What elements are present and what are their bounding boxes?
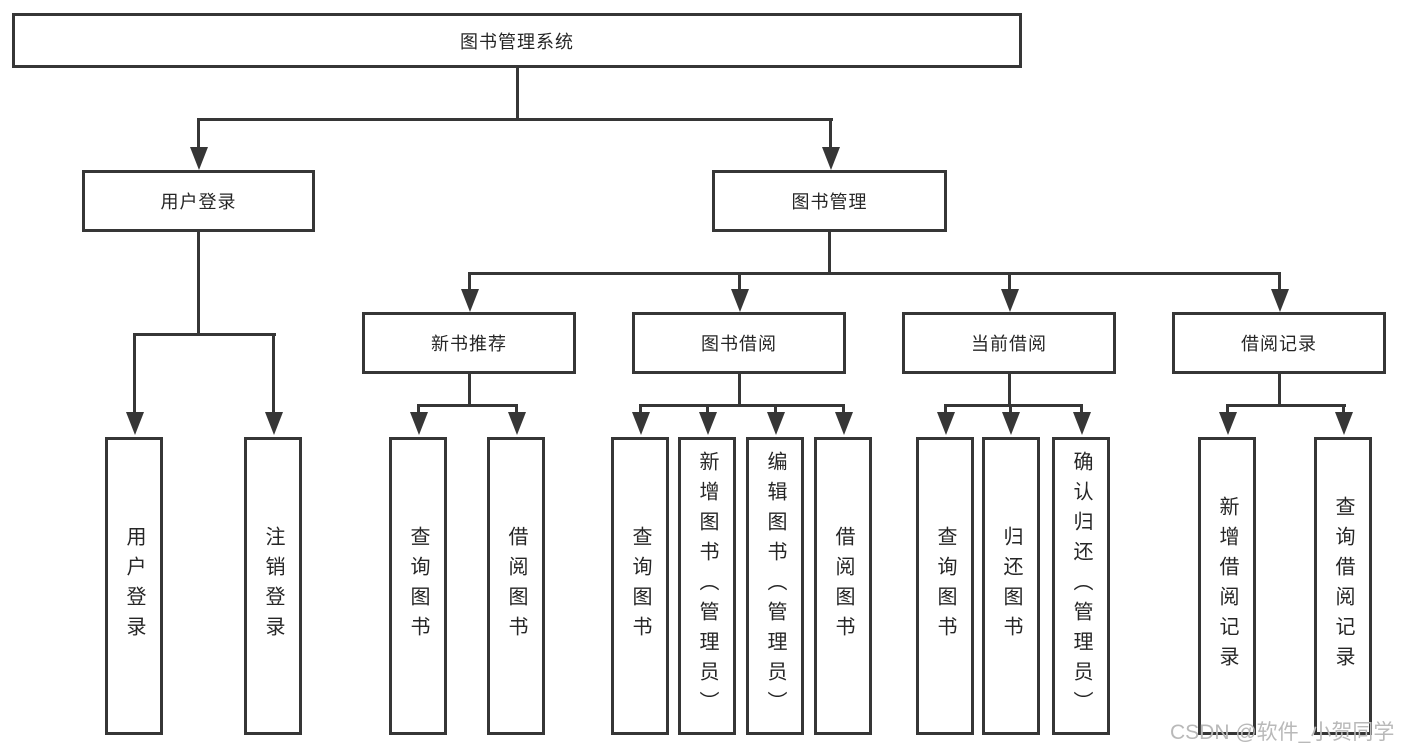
arrowhead-down-icon <box>461 289 479 312</box>
arrowhead-down-icon <box>731 289 749 312</box>
arrowhead-down-icon <box>632 412 650 435</box>
connector-line <box>842 404 845 414</box>
connector-line <box>738 374 741 406</box>
connector-line <box>272 333 275 413</box>
arrowhead-down-icon <box>822 147 840 170</box>
node-label: 图书借阅 <box>701 334 777 354</box>
leaf-borrow-books: 借阅图书 <box>814 437 872 735</box>
node-label: 用户登录 <box>160 192 237 212</box>
arrowhead-down-icon <box>410 412 428 435</box>
leaf-borrow-books-recommend: 借阅图书 <box>487 437 545 735</box>
arrowhead-down-icon <box>1073 412 1091 435</box>
node-label: 新书推荐 <box>431 334 507 354</box>
connector-line <box>515 404 518 414</box>
arrowhead-down-icon <box>835 412 853 435</box>
leaf-query-borrow-record: 查询借阅记录 <box>1314 437 1372 735</box>
connector-line <box>468 272 471 291</box>
connector-line <box>197 118 200 151</box>
node-label: 归还图书 <box>1000 526 1022 646</box>
connector-line <box>1009 404 1012 414</box>
leaf-logout: 注销登录 <box>244 437 302 735</box>
node-label: 借阅图书 <box>832 526 854 646</box>
arrowhead-down-icon <box>1001 289 1019 312</box>
connector-line <box>1342 404 1345 414</box>
arrowhead-down-icon <box>190 147 208 170</box>
connector-line <box>197 118 833 121</box>
connector-line <box>944 404 947 414</box>
node-label: 借阅记录 <box>1241 334 1317 354</box>
arrowhead-down-icon <box>126 412 144 435</box>
connector-line <box>829 118 832 151</box>
connector-line <box>133 333 276 336</box>
node-label: 图书管理 <box>791 192 868 212</box>
node-label: 新增图书（管理员） <box>696 451 718 721</box>
connector-line <box>468 272 1281 275</box>
node-label: 确认归还（管理员） <box>1070 451 1092 721</box>
leaf-user-login: 用户登录 <box>105 437 163 735</box>
node-current-borrowing: 当前借阅 <box>902 312 1116 374</box>
node-label: 查询图书 <box>934 526 956 646</box>
node-root: 图书管理系统 <box>12 13 1022 68</box>
connector-line <box>417 404 518 407</box>
node-label: 注销登录 <box>262 526 284 646</box>
connector-line <box>828 232 831 274</box>
node-user-login: 用户登录 <box>82 170 315 232</box>
connector-line <box>738 272 741 291</box>
connector-line <box>1008 272 1011 291</box>
connector-line <box>1008 374 1011 406</box>
node-book-borrowing: 图书借阅 <box>632 312 846 374</box>
node-label: 新增借阅记录 <box>1216 496 1238 676</box>
connector-line <box>1080 404 1083 414</box>
arrowhead-down-icon <box>1002 412 1020 435</box>
watermark: CSDN @软件_小贺同学 <box>1170 721 1395 744</box>
node-label: 当前借阅 <box>971 334 1047 354</box>
node-label: 查询图书 <box>407 526 429 646</box>
connector-line <box>1278 272 1281 291</box>
node-book-management: 图书管理 <box>712 170 947 232</box>
leaf-edit-book-admin: 编辑图书（管理员） <box>746 437 804 735</box>
leaf-confirm-return-admin: 确认归还（管理员） <box>1052 437 1110 735</box>
leaf-add-book-admin: 新增图书（管理员） <box>678 437 736 735</box>
connector-line <box>944 404 1083 407</box>
connector-line <box>1226 404 1346 407</box>
arrowhead-down-icon <box>767 412 785 435</box>
connector-line <box>1278 374 1281 406</box>
node-label: 借阅图书 <box>505 526 527 646</box>
connector-line <box>639 404 845 407</box>
node-label: 用户登录 <box>123 526 145 646</box>
node-new-book-recommend: 新书推荐 <box>362 312 576 374</box>
leaf-query-books-current: 查询图书 <box>916 437 974 735</box>
connector-line <box>417 404 420 414</box>
arrowhead-down-icon <box>699 412 717 435</box>
node-label: 编辑图书（管理员） <box>764 451 786 721</box>
node-borrow-records: 借阅记录 <box>1172 312 1386 374</box>
arrowhead-down-icon <box>1271 289 1289 312</box>
arrowhead-down-icon <box>265 412 283 435</box>
leaf-query-books-recommend: 查询图书 <box>389 437 447 735</box>
node-label: 查询借阅记录 <box>1332 496 1354 676</box>
arrowhead-down-icon <box>1219 412 1237 435</box>
arrowhead-down-icon <box>937 412 955 435</box>
node-label: 查询图书 <box>629 526 651 646</box>
arrowhead-down-icon <box>1335 412 1353 435</box>
arrowhead-down-icon <box>508 412 526 435</box>
connector-line <box>706 404 709 414</box>
leaf-query-books-borrowing: 查询图书 <box>611 437 669 735</box>
connector-line <box>1226 404 1229 414</box>
connector-line <box>468 374 471 406</box>
leaf-add-borrow-record: 新增借阅记录 <box>1198 437 1256 735</box>
connector-line <box>516 68 519 121</box>
leaf-return-books: 归还图书 <box>982 437 1040 735</box>
connector-line <box>197 232 200 335</box>
node-label: 图书管理系统 <box>460 31 574 52</box>
connector-line <box>639 404 642 414</box>
connector-line <box>133 333 136 413</box>
connector-line <box>774 404 777 414</box>
